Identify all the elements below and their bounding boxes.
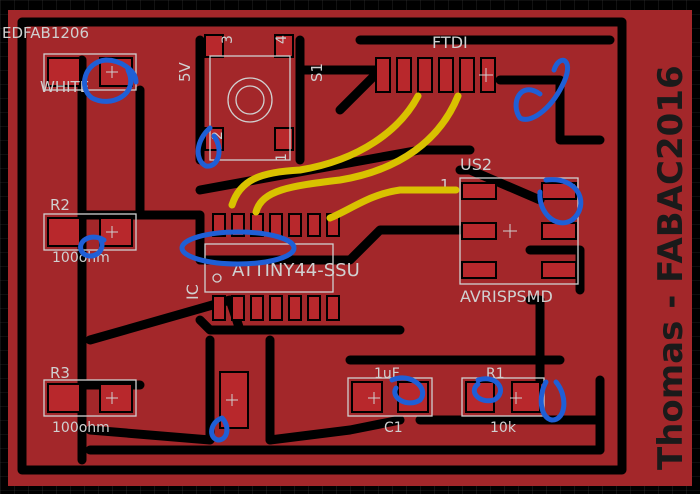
isp-pad — [461, 182, 497, 200]
r3-pad — [47, 383, 81, 413]
isp-value-label: AVRISPSMD — [460, 287, 553, 306]
isp-pin1-label: 1 — [440, 176, 450, 194]
ftdi-pad — [375, 57, 391, 93]
switch-pin-label: 3 — [220, 35, 236, 44]
ic-pin1-marker — [212, 273, 222, 283]
led-outline — [43, 53, 137, 91]
board-signature: Thomas - FABAC2016 — [651, 65, 691, 470]
yellow-annotations — [228, 92, 462, 222]
led-pad — [47, 57, 81, 87]
pads — [47, 34, 577, 429]
ic-pin — [307, 213, 321, 237]
ic-pin — [326, 295, 340, 321]
crosshairs — [106, 66, 522, 406]
ftdi-pad — [438, 57, 454, 93]
blue-circle-switch — [195, 125, 222, 169]
yellow-stroke — [252, 92, 462, 216]
isp-outline — [459, 177, 579, 285]
switch-supply-label: 5V — [176, 61, 194, 82]
r2-outline — [43, 213, 137, 251]
ic-value-label: ATTINY44-SSU — [232, 260, 360, 281]
r2-name-label: R2 — [50, 196, 70, 214]
c1-outline — [347, 377, 433, 417]
blue-circle-r1 — [471, 376, 503, 404]
ftdi-name-label: FTDI — [432, 33, 468, 52]
ic-pin — [307, 295, 321, 321]
switch-pad — [204, 34, 224, 58]
ic-outline — [204, 243, 334, 293]
blue-circle-ftdi — [513, 57, 570, 122]
silkscreen — [43, 53, 579, 417]
isp-name-label: US2 — [460, 155, 492, 174]
yellow-stroke — [326, 186, 460, 222]
switch-pin-label: 4 — [274, 35, 290, 44]
ftdi-pad — [459, 57, 475, 93]
r3-outline — [43, 379, 137, 417]
ic-pin — [250, 295, 264, 321]
blue-circle-regulator — [209, 415, 230, 443]
ic-name-label: IC — [183, 284, 202, 300]
labels: EDFAB1206 WHITE R2 100ohm R3 100ohm ATTI… — [2, 24, 691, 470]
blue-circle-r2 — [78, 234, 107, 259]
switch-actuator — [227, 77, 273, 123]
r2-pad — [47, 217, 81, 247]
blue-circle-led — [82, 57, 139, 104]
c1-pad — [351, 381, 383, 413]
switch-name-label: S1 — [308, 63, 326, 82]
r1-pad — [511, 381, 541, 413]
ic-pin — [288, 213, 302, 237]
ftdi-pad — [417, 57, 433, 93]
blue-circle-c1 — [389, 375, 425, 406]
switch-actuator-inner — [235, 85, 265, 115]
switch-pin-label: 2 — [210, 131, 226, 140]
ic-pin — [288, 295, 302, 321]
ftdi-pad — [396, 57, 412, 93]
switch-outline — [209, 55, 291, 161]
c1-name-label: C1 — [384, 420, 403, 436]
blue-circle-r1-right — [538, 379, 567, 423]
isp-pad — [461, 222, 497, 240]
blue-circle-ic — [179, 229, 297, 267]
led-name-label: EDFAB1206 — [2, 24, 89, 42]
isp-pad — [541, 261, 577, 279]
switch-pad — [274, 34, 294, 58]
yellow-stroke — [228, 92, 422, 209]
isp-pad — [541, 222, 577, 240]
r3-value-label: 100ohm — [52, 420, 110, 436]
led-value-label: WHITE — [40, 78, 89, 96]
blue-circle-isp — [537, 177, 584, 226]
switch-pin-label: 1 — [274, 153, 290, 162]
r1-value-label: 10k — [490, 420, 517, 436]
r1-outline — [461, 377, 545, 417]
blue-annotations — [78, 57, 584, 443]
switch-pad — [274, 127, 294, 151]
r3-name-label: R3 — [50, 364, 70, 382]
ic-pin — [212, 295, 226, 321]
ic-pin — [269, 295, 283, 321]
isp-pad — [461, 261, 497, 279]
ic-pin — [231, 295, 245, 321]
